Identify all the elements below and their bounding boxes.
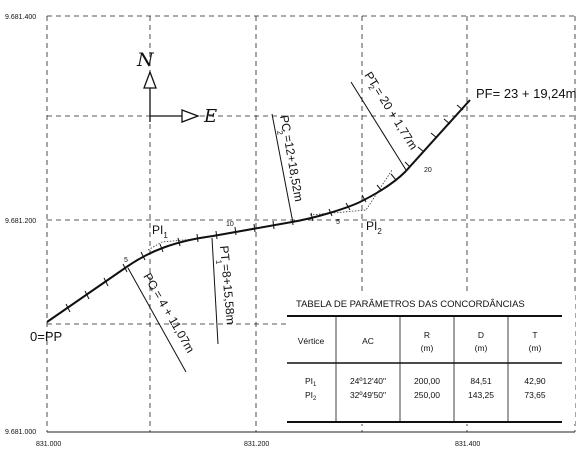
station-number-15: 5 bbox=[336, 219, 340, 226]
tick bbox=[103, 277, 109, 287]
table-bg bbox=[287, 294, 575, 424]
tick bbox=[196, 233, 199, 243]
tick bbox=[272, 220, 275, 230]
header-d-unit: (m) bbox=[475, 343, 488, 353]
tick bbox=[430, 132, 438, 139]
x-label-mid: 831.200 bbox=[244, 441, 269, 448]
pf-label: PF= 23 + 19,24m bbox=[476, 86, 576, 101]
tick bbox=[417, 146, 425, 153]
y-label-mid: 9.681.200 bbox=[5, 218, 36, 225]
pc2-subscript: 2 bbox=[275, 130, 285, 136]
pt2-label: PT = 20 + 1,77m bbox=[361, 69, 420, 152]
tangent-pi1 bbox=[147, 237, 206, 251]
header-r-unit: (m) bbox=[421, 343, 434, 353]
row2-r: 250,00 bbox=[414, 390, 440, 400]
station-ticks bbox=[65, 104, 464, 313]
table-row: PI2 32º49'50" 250,00 143,25 73,65 bbox=[305, 390, 546, 402]
row2-ac: 32º49'50" bbox=[350, 390, 386, 400]
tick bbox=[443, 118, 451, 125]
y-label-top: 9.681.400 bbox=[5, 14, 36, 21]
tick bbox=[177, 237, 181, 247]
pp-label: 0=PP bbox=[30, 329, 62, 344]
x-label-right: 831.400 bbox=[455, 441, 480, 448]
tick bbox=[84, 290, 90, 300]
alignment-line bbox=[46, 99, 471, 323]
parameters-table: TABELA DE PARÂMETROS DAS CONCORDÂNCIAS V… bbox=[287, 294, 575, 424]
tick bbox=[234, 226, 237, 236]
header-r: R bbox=[424, 330, 430, 340]
tick bbox=[122, 263, 128, 273]
y-label-bottom: 9.681.000 bbox=[5, 429, 36, 436]
tick bbox=[291, 216, 294, 226]
row2-d: 143,25 bbox=[468, 390, 494, 400]
row1-r: 200,00 bbox=[414, 376, 440, 386]
pc2-leader bbox=[271, 113, 293, 219]
row1-ac: 24º12'40" bbox=[350, 376, 386, 386]
tick bbox=[140, 251, 146, 261]
tick bbox=[456, 104, 464, 111]
tick bbox=[376, 184, 383, 192]
tangent-lines bbox=[147, 169, 393, 251]
pt2-leader bbox=[350, 81, 407, 171]
pt1-label: PT =8+15,58m bbox=[217, 245, 238, 325]
tick bbox=[310, 212, 314, 222]
north-label: N bbox=[136, 49, 155, 71]
x-label-left: 831.000 bbox=[36, 441, 61, 448]
pc1-leader bbox=[127, 267, 187, 373]
tick bbox=[404, 161, 411, 168]
header-d: D bbox=[478, 330, 484, 340]
pc2-label: PC =12+18,52m bbox=[277, 114, 306, 203]
station-number-5: 5 bbox=[124, 257, 128, 264]
tangent-pi2 bbox=[309, 169, 393, 216]
pt2-subscript: 2 bbox=[366, 83, 376, 92]
tick bbox=[253, 223, 256, 233]
tick bbox=[215, 230, 218, 240]
compass bbox=[143, 70, 200, 123]
pt1-subscript: 1 bbox=[214, 259, 223, 265]
tick bbox=[65, 303, 71, 313]
table-title: TABELA DE PARÂMETROS DAS CONCORDÂNCIAS bbox=[296, 299, 525, 310]
station-number-20: 20 bbox=[424, 167, 432, 174]
row2-vertex: PI2 bbox=[305, 390, 317, 402]
tick bbox=[390, 173, 397, 181]
table-row: PI1 24º12'40" 200,00 84,51 42,90 bbox=[305, 376, 546, 388]
east-label: E bbox=[203, 106, 217, 127]
header-vertex: Vértice bbox=[298, 336, 325, 346]
header-t: T bbox=[532, 330, 537, 340]
header-ac: AC bbox=[362, 336, 374, 346]
pi2-label: PI2 bbox=[366, 219, 382, 236]
east-arrow-head bbox=[181, 109, 200, 123]
row2-t: 73,65 bbox=[524, 390, 546, 400]
row1-vertex: PI1 bbox=[305, 376, 317, 388]
pi1-label: PI1 bbox=[152, 223, 168, 240]
pc1-label: PC = 4 + 11,07m bbox=[140, 271, 197, 356]
tick bbox=[361, 194, 367, 203]
station-number-10: 10 bbox=[226, 221, 234, 228]
row1-d: 84,51 bbox=[470, 376, 492, 386]
pc1-subscript: 1 bbox=[148, 285, 158, 294]
row1-t: 42,90 bbox=[524, 376, 546, 386]
tick bbox=[159, 243, 164, 253]
header-t-unit: (m) bbox=[529, 343, 542, 353]
pt1-leader bbox=[211, 237, 219, 345]
tick bbox=[345, 202, 351, 211]
tick bbox=[328, 208, 333, 217]
north-arrow-head bbox=[143, 70, 157, 89]
